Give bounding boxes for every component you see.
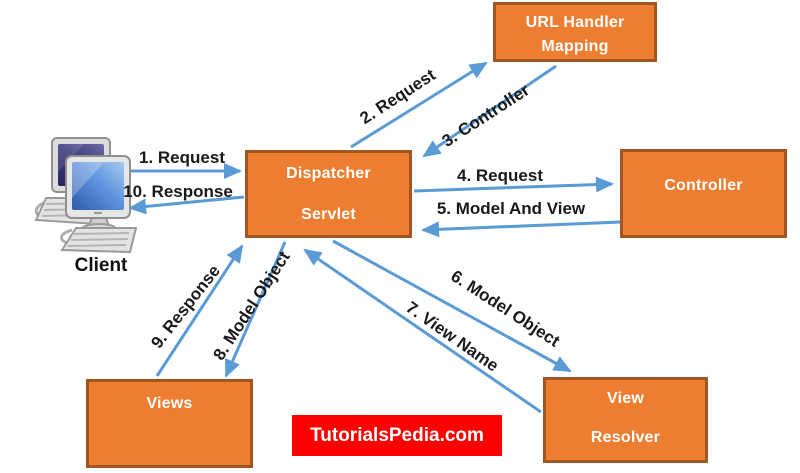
arrow-5-model-and-view bbox=[421, 220, 622, 238]
flow-label-1-request: 1. Request bbox=[139, 148, 225, 167]
client-label: Client bbox=[74, 255, 128, 276]
arrow-3-controller bbox=[422, 64, 557, 158]
flow-label-10-response: 10. Response bbox=[123, 182, 233, 201]
client-computers-icon bbox=[34, 137, 138, 254]
arrow-8-model-object bbox=[224, 241, 287, 378]
flow-label-4-request: 4. Request bbox=[457, 166, 543, 185]
node-label: View bbox=[607, 390, 644, 407]
banner-label: TutorialsPedia.com bbox=[310, 424, 484, 446]
node-label: Dispatcher bbox=[286, 165, 371, 182]
arrow-6-model-object bbox=[332, 239, 572, 373]
flow-label-5-model-and-view: 5. Model And View bbox=[436, 199, 586, 218]
arrow-2-request bbox=[350, 61, 488, 149]
node-views: Views bbox=[86, 379, 253, 468]
node-label: Controller bbox=[664, 177, 743, 194]
node-label: Views bbox=[146, 395, 193, 412]
arrow-7-view-name bbox=[303, 248, 542, 414]
node-label: URL Handler bbox=[525, 14, 625, 31]
tutorialspedia-banner: TutorialsPedia.com bbox=[292, 415, 502, 456]
node-label: Servlet bbox=[301, 206, 356, 223]
node-dispatcher-servlet: Dispatcher Servlet bbox=[245, 150, 412, 238]
node-controller: Controller bbox=[620, 149, 787, 238]
arrow-9-response bbox=[155, 244, 244, 377]
node-label: Mapping bbox=[541, 38, 609, 55]
node-view-resolver: View Resolver bbox=[543, 377, 708, 463]
arrow-10-response bbox=[128, 195, 245, 215]
node-url-handler-mapping: URL Handler Mapping bbox=[493, 2, 657, 62]
arrow-4-request bbox=[413, 176, 614, 193]
node-label: Resolver bbox=[590, 429, 661, 446]
